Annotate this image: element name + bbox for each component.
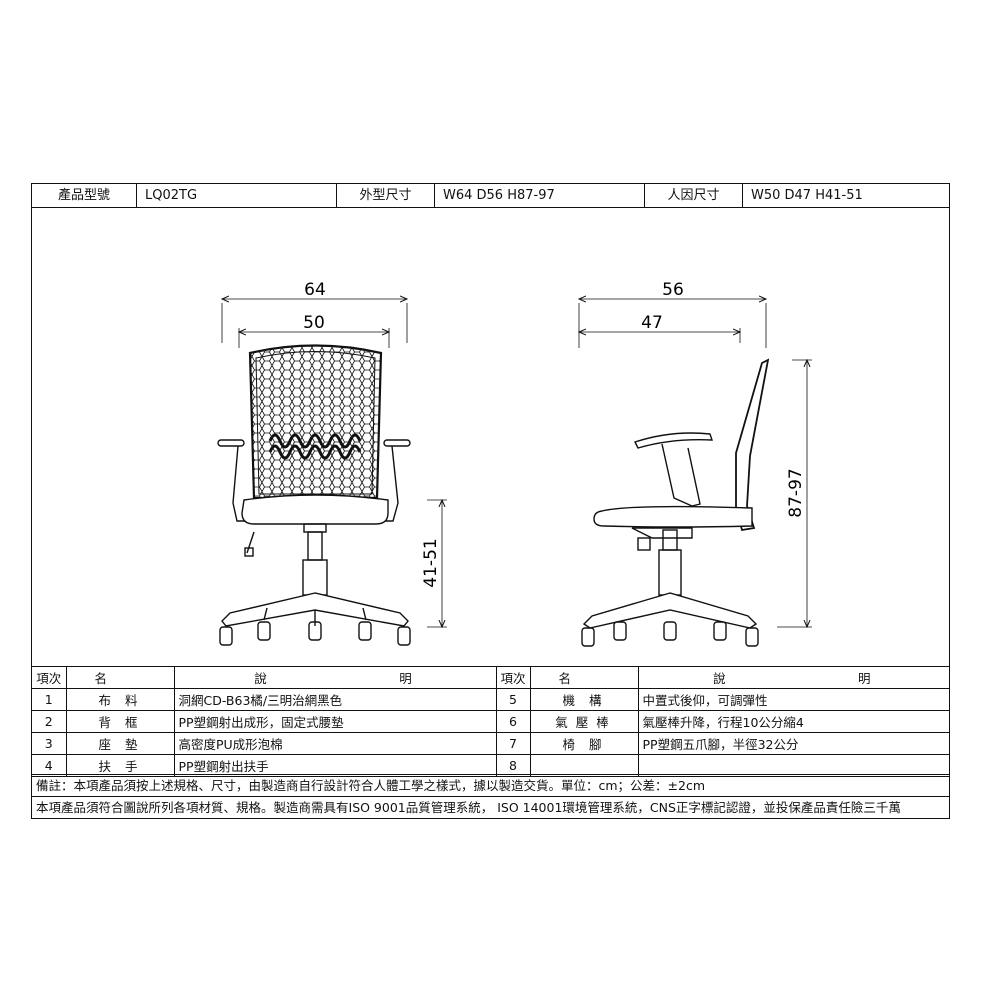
side-view <box>579 299 812 647</box>
model-label: 產品型號 <box>32 184 137 207</box>
item-desc: 高密度PU成形泡棉 <box>173 732 497 755</box>
table-header-row: 項次 名 稱 說 明 項次 名 稱 說 明 <box>32 667 949 689</box>
parts-table: 項次 名 稱 說 明 項次 名 稱 說 明 1 布料 洞網CD-B63橘/三明治… <box>32 666 949 777</box>
item-desc: PP塑鋼射出扶手 <box>173 754 497 777</box>
item-name: 背框 <box>65 710 175 733</box>
spec-header-row: 產品型號 LQ02TG 外型尺寸 W64 D56 H87-97 人因尺寸 W50… <box>32 184 949 208</box>
col-item-header: 項次 <box>32 667 67 689</box>
table-row: 2 背框 PP塑鋼射出成形，固定式腰墊 6 氣壓棒 氣壓棒升降，行程10公分縮4 <box>32 710 949 733</box>
front-view <box>217 299 447 646</box>
dim-side-depth-inner: 47 <box>641 313 663 333</box>
item-desc <box>637 754 949 777</box>
item-desc: PP塑鋼射出成形，固定式腰墊 <box>173 710 497 733</box>
dim-total-height: 87-97 <box>786 468 806 517</box>
item-desc: 洞網CD-B63橘/三明治網黑色 <box>173 688 497 711</box>
item-number: 5 <box>495 688 531 711</box>
table-row: 3 座墊 高密度PU成形泡棉 7 椅腳 PP塑鋼五爪腳，半徑32公分 <box>32 732 949 755</box>
item-number: 7 <box>495 732 531 755</box>
dim-front-width-inner: 50 <box>303 313 325 333</box>
ergo-label: 人因尺寸 <box>645 184 743 207</box>
item-name: 座墊 <box>65 732 175 755</box>
item-name: 布料 <box>65 688 175 711</box>
ergo-value: W50 D47 H41-51 <box>751 188 863 203</box>
chair-drawing: 64 50 41-51 56 47 87-97 <box>32 208 949 666</box>
item-desc: PP塑鋼五爪腳，半徑32公分 <box>637 732 949 755</box>
spec-sheet: 產品型號 LQ02TG 外型尺寸 W64 D56 H87-97 人因尺寸 W50… <box>31 183 950 819</box>
item-name: 扶手 <box>65 754 175 777</box>
table-row: 1 布料 洞網CD-B63橘/三明治網黑色 5 機構 中置式後仰，可調彈性 <box>32 688 949 711</box>
size-value: W64 D56 H87-97 <box>435 184 645 207</box>
table-row: 4 扶手 PP塑鋼射出扶手 8 <box>32 754 949 777</box>
dim-front-width-outer: 64 <box>304 280 326 300</box>
size-label: 外型尺寸 <box>337 184 435 207</box>
col-item-header: 項次 <box>495 667 531 689</box>
notes-section: 備註：本項產品須按上述規格、尺寸，由製造商自行設計符合人體工學之樣式，據以製造交… <box>32 774 949 818</box>
item-name: 氣壓棒 <box>529 710 639 733</box>
col-name-header: 名 稱 <box>65 667 175 689</box>
dim-seat-height: 41-51 <box>421 538 441 587</box>
item-number: 2 <box>32 710 67 733</box>
item-name: 機構 <box>529 688 639 711</box>
model-value: LQ02TG <box>137 184 337 207</box>
item-number: 3 <box>32 732 67 755</box>
item-desc: 氣壓棒升降，行程10公分縮4 <box>637 710 949 733</box>
item-desc: 中置式後仰，可調彈性 <box>637 688 949 711</box>
note-line: 本項產品須符合圖說所列各項材質、規格。製造商需具有ISO 9001品質管理系統，… <box>36 800 901 815</box>
item-number: 6 <box>495 710 531 733</box>
col-desc-header: 說 明 <box>637 667 949 689</box>
dim-side-depth-outer: 56 <box>662 280 684 300</box>
item-name: 椅腳 <box>529 732 639 755</box>
chair-drawing-svg: 64 50 41-51 56 47 87-97 <box>217 280 812 647</box>
item-number: 1 <box>32 688 67 711</box>
col-desc-header: 說 明 <box>173 667 497 689</box>
note-line: 備註：本項產品須按上述規格、尺寸，由製造商自行設計符合人體工學之樣式，據以製造交… <box>32 775 949 797</box>
col-name-header: 名 稱 <box>529 667 639 689</box>
